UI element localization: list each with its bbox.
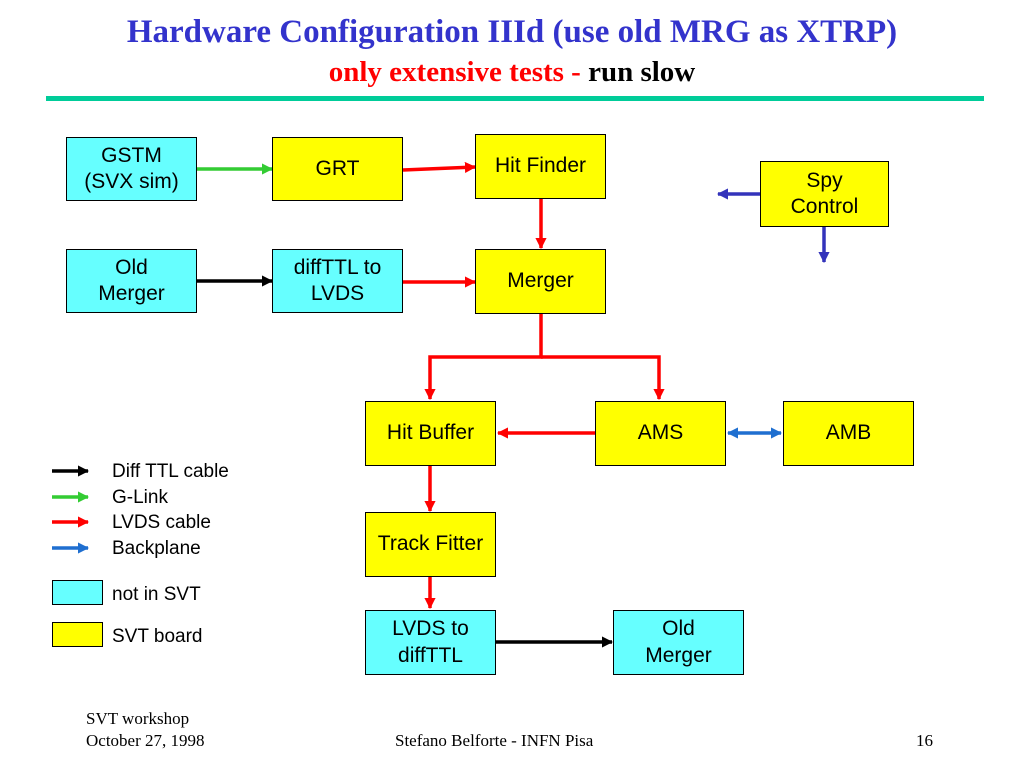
box-grt: GRT	[272, 137, 403, 201]
legend-lvds-label: LVDS cable	[112, 512, 211, 533]
box-old-merger-input-line2: Merger	[98, 282, 165, 305]
box-gstm: GSTM (SVX sim)	[66, 137, 197, 201]
legend-diffttl-label: Diff TTL cable	[112, 461, 229, 482]
box-grt-label: GRT	[315, 156, 360, 180]
arrow-merger-split-hitbuffer	[424, 314, 543, 401]
box-track-fitter: Track Fitter	[365, 512, 496, 577]
box-hit-buffer-label: Hit Buffer	[386, 421, 475, 445]
box-spy-control-line1: Spy	[806, 168, 843, 192]
box-lvds-to-diffttl-line1: LVDS to	[392, 617, 469, 641]
box-amb: AMB	[783, 401, 914, 466]
box-old-merger-output-line1: Old	[662, 617, 695, 641]
box-merger: Merger	[475, 249, 606, 314]
box-ams: AMS	[595, 401, 726, 466]
legend-glink-label: G-Link	[112, 487, 168, 508]
box-gstm-line1: GSTM	[101, 143, 162, 167]
box-hit-buffer: Hit Buffer	[365, 401, 496, 466]
legend-backplane-label: Backplane	[112, 538, 201, 559]
arrow-merger-split-ams	[541, 355, 665, 401]
box-merger-label: Merger	[507, 269, 574, 293]
box-ams-label: AMS	[637, 421, 684, 445]
box-lvds-to-diffttl-line2: diffTTL	[398, 643, 463, 667]
box-old-merger-input-line1: Old	[115, 255, 148, 279]
footer-page-number: 16	[916, 731, 933, 750]
footer-date: October 27, 1998	[86, 731, 205, 750]
footer-event: SVT workshop	[86, 709, 190, 728]
box-diffttl-to-lvds: diffTTL to LVDS	[272, 249, 403, 313]
legend-not-in-svt-label: not in SVT	[112, 584, 201, 605]
box-spy-control-line2: Control	[790, 195, 859, 218]
box-diffttl-to-lvds-line2: LVDS	[310, 282, 365, 305]
legend-swatch-not-in-svt	[52, 580, 103, 605]
arrow-grt-to-hitfinder	[402, 161, 477, 174]
slide-subtitle: only extensive tests - run slow	[0, 56, 1024, 89]
subtitle-black-part: run slow	[588, 56, 696, 88]
box-diffttl-to-lvds-line1: diffTTL to	[293, 255, 382, 279]
box-amb-label: AMB	[825, 421, 872, 445]
footer-author: Stefano Belforte - INFN Pisa	[395, 731, 594, 750]
box-hit-finder-label: Hit Finder	[494, 154, 587, 178]
subtitle-red-part: only extensive tests -	[328, 56, 589, 88]
box-track-fitter-label: Track Fitter	[377, 532, 484, 556]
box-old-merger-output-line2: Merger	[645, 643, 712, 667]
title-divider	[46, 96, 984, 101]
box-hit-finder: Hit Finder	[475, 134, 606, 199]
legend-svt-board-label: SVT board	[112, 626, 203, 647]
box-gstm-line2: (SVX sim)	[84, 170, 179, 193]
slide-title: Hardware Configuration IIId (use old MRG…	[126, 14, 898, 50]
legend-swatch-svt-board	[52, 622, 103, 647]
